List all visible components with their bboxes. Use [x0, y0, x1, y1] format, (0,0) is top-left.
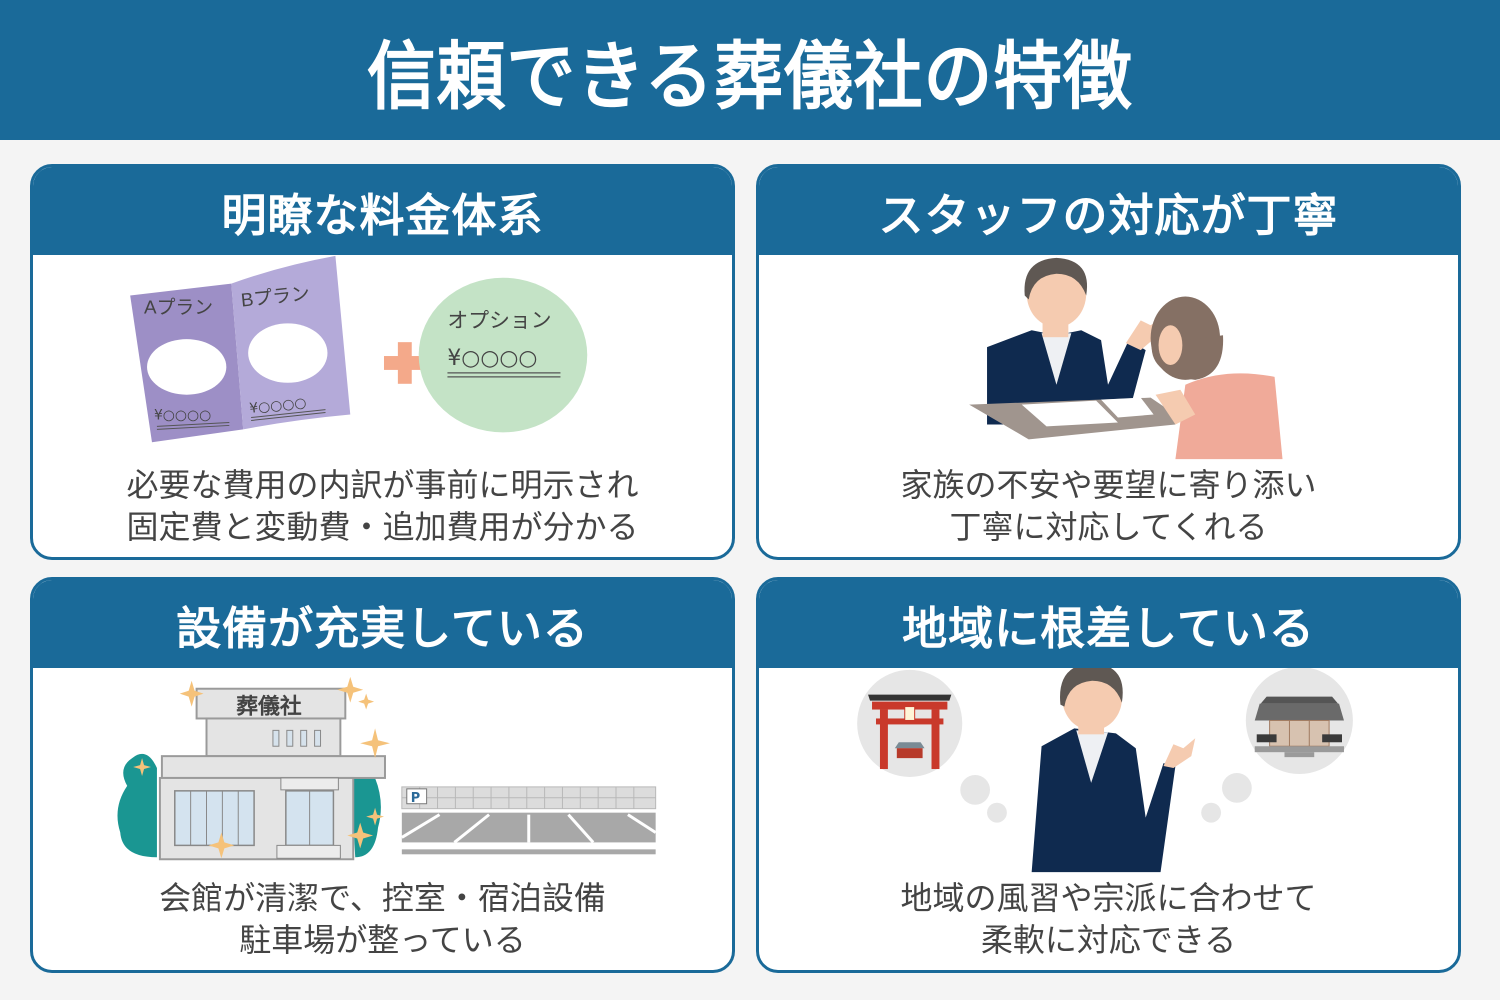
parking-lot-icon: P	[401, 786, 657, 855]
staff-consulting-illustration	[969, 257, 1283, 460]
card-description: 会館が清潔で、控室・宿泊設備 駐車場が整っている	[159, 879, 606, 959]
card-body: 家族の不安や要望に寄り添い 丁寧に対応してくれる	[759, 255, 1458, 557]
staff-person-icon	[1031, 668, 1196, 873]
feature-card-pricing: 明瞭な料金体系 Aプラン Bプラン ¥○○○○ ¥○○○○	[30, 164, 735, 560]
plus-icon	[383, 342, 426, 384]
card-header: 明瞭な料金体系	[33, 167, 732, 255]
desk-icon	[969, 397, 1176, 440]
svg-text:P: P	[411, 791, 420, 806]
card-title: 設備が充実している	[176, 601, 589, 655]
pricing-illustration: Aプラン Bプラン ¥○○○○ ¥○○○○ オプション ¥○○○○	[130, 255, 588, 443]
card-header: 地域に根差している	[759, 580, 1458, 668]
card-description: 必要な費用の内訳が事前に明示され 固定費と変動費・追加費用が分かる	[126, 466, 639, 546]
funeral-hall-building-icon: 葬儀社	[158, 687, 386, 861]
option-circle-icon: オプション ¥○○○○	[418, 277, 588, 433]
svg-text:オプション: オプション	[447, 309, 551, 332]
card-body: Aプラン Bプラン ¥○○○○ ¥○○○○ オプション ¥○○○○	[33, 255, 732, 557]
svg-text:¥○○○○: ¥○○○○	[154, 407, 211, 423]
card-header: 設備が充実している	[33, 580, 732, 668]
page-title: 信頼できる葬儀社の特徴	[367, 33, 1133, 120]
card-body: 地域の風習や宗派に合わせて 柔軟に対応できる	[759, 668, 1458, 970]
card-body: 葬儀社	[33, 668, 732, 970]
local-rooted-illustration	[857, 668, 1353, 873]
feature-card-staff: スタッフの対応が丁寧	[756, 164, 1461, 560]
card-description: 家族の不安や要望に寄り添い 丁寧に対応してくれる	[900, 466, 1317, 546]
shrine-torii-icon	[857, 669, 963, 777]
card-title: スタッフの対応が丁寧	[878, 188, 1339, 242]
facilities-illustration: 葬儀社	[117, 676, 657, 861]
feature-card-facilities: 設備が充実している 葬儀社	[30, 577, 735, 973]
temple-icon	[1245, 668, 1353, 774]
card-title: 地域に根差している	[902, 601, 1315, 655]
svg-text:Aプラン: Aプラン	[144, 296, 213, 317]
card-title: 明瞭な料金体系	[221, 188, 544, 242]
card-header: スタッフの対応が丁寧	[759, 167, 1458, 255]
svg-text:¥○○○○: ¥○○○○	[249, 395, 308, 417]
svg-text:¥○○○○: ¥○○○○	[447, 346, 537, 371]
svg-text:葬儀社: 葬儀社	[236, 694, 302, 720]
card-description: 地域の風習や宗派に合わせて 柔軟に対応できる	[900, 879, 1317, 959]
feature-card-local: 地域に根差している	[756, 577, 1461, 973]
pamphlet-icon: Aプラン Bプラン ¥○○○○ ¥○○○○	[130, 255, 351, 443]
speech-bubble-dots-icon	[960, 773, 1252, 823]
customer-person-icon	[1150, 296, 1283, 460]
sparkle-icon	[133, 676, 390, 859]
header-banner: 信頼できる葬儀社の特徴	[0, 0, 1500, 140]
